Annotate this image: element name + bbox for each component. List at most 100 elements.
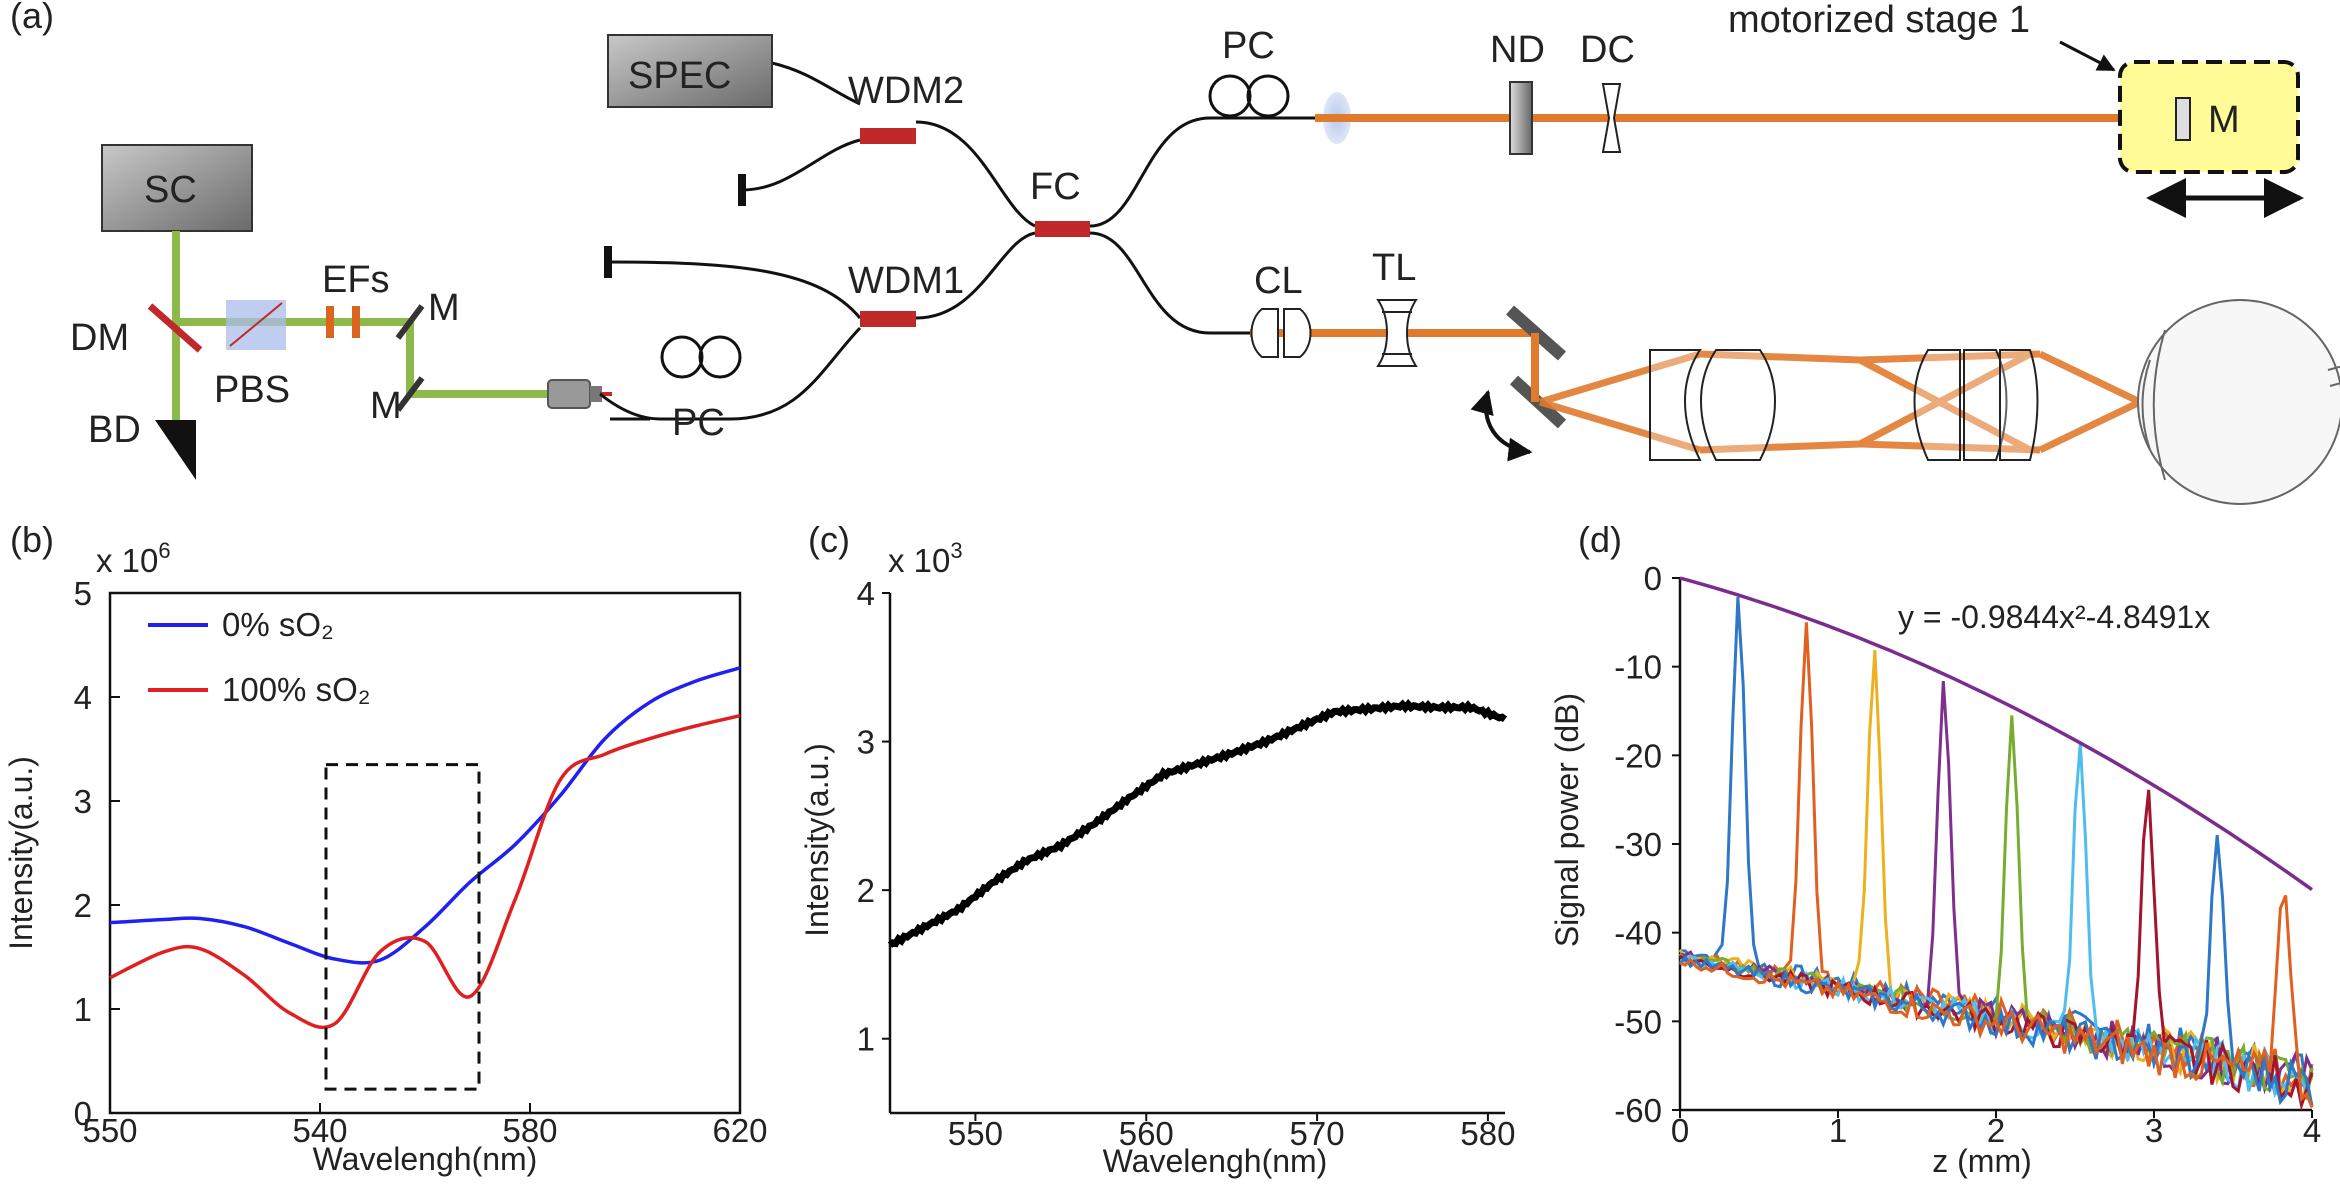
wdm2-label: WDM2 (848, 70, 964, 112)
chart-b-ytick-label: 3 (74, 783, 92, 820)
chart-c-xtick-label: 580 (1460, 1115, 1515, 1152)
setup-diagram: (a) WDM2 WDM1 FC SPEC SC (10, 0, 2340, 505)
chart-c-xtick-label: 570 (1290, 1115, 1345, 1152)
chart-b-xlabel: Wavelengh(nm) (313, 1141, 538, 1177)
spectrometer-box (607, 34, 773, 108)
nd-label: ND (1490, 29, 1545, 71)
chart-d-xtick-label: 0 (1671, 1112, 1689, 1149)
panel-label-c: (c) (808, 519, 850, 560)
chart-b-ylabel: Intensity(a.u.) (3, 756, 39, 950)
chart-c-ytick-label: 3 (857, 724, 875, 761)
source-beam (172, 231, 560, 420)
chart-d-fit-equation: y = -0.9844x²-4.8491x (1898, 599, 2210, 635)
chart-d-xtick-label: 3 (2145, 1112, 2163, 1149)
chart-c-xtick-label: 550 (948, 1115, 1003, 1152)
chart-c-xtick-label: 560 (1119, 1115, 1174, 1152)
fiber-fc-reference (1089, 116, 1315, 228)
wdm1-label: WDM1 (848, 260, 964, 302)
chart-b-dashed-box (324, 763, 481, 1091)
dichroic-mirror (147, 303, 203, 353)
chart-c-ylabel: Intensity(a.u.) (799, 743, 835, 937)
motorized-stage (2118, 60, 2300, 174)
chart-d-ytick-label: 0 (1644, 560, 1662, 597)
fc-label: FC (1030, 166, 1081, 208)
tunable-lens-tl (1376, 299, 1418, 367)
scan-lens-group-1 (1649, 349, 1776, 461)
polarization-controller-bottom-loop1 (660, 335, 704, 379)
chart-d-xlabel: z (mm) (1932, 1143, 2032, 1179)
chart-b-ytick-label: 2 (74, 887, 92, 924)
mirror-lower (395, 376, 425, 412)
panel-label-d: (d) (1578, 519, 1622, 560)
dispersion-compensator (1601, 83, 1622, 153)
fiber-pc-wdm1 (729, 326, 862, 421)
chart-c-multiplier: x 103 (888, 538, 963, 579)
fiber-spec-wdm2 (771, 61, 861, 106)
chart-b-ytick-label: 0 (74, 1095, 92, 1132)
optical-fibers (607, 61, 1315, 421)
cl-label: CL (1254, 260, 1303, 302)
chart-d-fit-curve (1679, 576, 2314, 892)
chart-b-xtick-label: 550 (82, 1112, 137, 1149)
dm-label: DM (70, 317, 129, 359)
stage-label: motorized stage 1 (1728, 0, 2030, 41)
efs-label: EFs (322, 259, 390, 301)
fiber-wdm2-fc (915, 120, 1036, 228)
stage-mirror-label: M (2208, 99, 2240, 141)
scan-lens-group-2 (1913, 349, 2039, 461)
chart-b-ytick-label: 4 (74, 679, 92, 716)
chart-b-frame (108, 591, 742, 1115)
mirror-upper (395, 304, 425, 340)
galvo-rotation-arrow (1470, 389, 1533, 462)
neutral-density-filter (1509, 81, 1533, 155)
chart-b-xtick-label: 580 (502, 1112, 557, 1149)
chart-b-ytick-label: 5 (74, 575, 92, 612)
fiber-coupling-objective (547, 379, 591, 409)
chart-b-multiplier: x 106 (96, 538, 171, 579)
fiber-fc-sample (1089, 231, 1250, 335)
fiber-wdm1-fc (915, 231, 1036, 320)
chart-d-xtick-label: 1 (1829, 1112, 1847, 1149)
legend-label-1: 100% sO₂ (222, 671, 371, 708)
chart-d-ytick-label: -30 (1614, 826, 1662, 863)
chart-c-ytick-label: 4 (857, 575, 875, 612)
polarization-controller-top-loop1 (1208, 74, 1252, 118)
chart-d-trace-4 (1678, 715, 2314, 1100)
spec-label: SPEC (628, 55, 731, 97)
polarization-controller-bottom-loop2 (698, 335, 742, 379)
chart-c-ytick-label: 1 (857, 1021, 875, 1058)
sc-label: SC (144, 169, 197, 211)
fiber-wdm2-termination (741, 138, 861, 192)
chart-d-ytick-label: -20 (1614, 737, 1662, 774)
chart-d-trace-5 (1679, 742, 2314, 1106)
pc-top-label: PC (1222, 25, 1275, 67)
stage-pointer-arrow (2059, 40, 2116, 72)
chart-b-legend: 0% sO₂ 100% sO₂ (148, 606, 371, 708)
chart-b-series-line-1 (109, 714, 741, 1030)
wdm1-coupler (860, 311, 916, 327)
chart-c-series-line (887, 699, 1508, 948)
chart-b-ytick-label: 1 (74, 991, 92, 1028)
tl-label: TL (1372, 247, 1416, 289)
chart-c-xlabel: Wavelengh(nm) (1103, 1143, 1328, 1179)
fc-coupler (1035, 221, 1090, 237)
pbs-label: PBS (214, 369, 290, 411)
chart-d-ytick-label: -10 (1614, 649, 1662, 686)
chart-b-xtick-label: 620 (712, 1112, 767, 1149)
m-lower-label: M (370, 385, 402, 427)
collimating-lens-cl (1250, 308, 1312, 358)
chart-b-series-line-0 (109, 666, 741, 965)
m-upper-label: M (428, 287, 460, 329)
emission-filter-2 (352, 306, 360, 338)
panel-label-a: (a) (10, 0, 54, 36)
chart-d-xtick-label: 4 (2303, 1112, 2321, 1149)
chart-c-ytick-label: 2 (857, 872, 875, 909)
panel-label-b: (b) (10, 519, 54, 560)
chart-c: (c) x 103 1 2 3 4 550 560 570 580 Wavelengh(nm)… (799, 519, 1515, 1179)
eye-icon (2137, 299, 2340, 505)
emission-filter-1 (326, 306, 334, 338)
polarization-controller-top-loop2 (1246, 74, 1290, 118)
dc-label: DC (1580, 29, 1635, 71)
